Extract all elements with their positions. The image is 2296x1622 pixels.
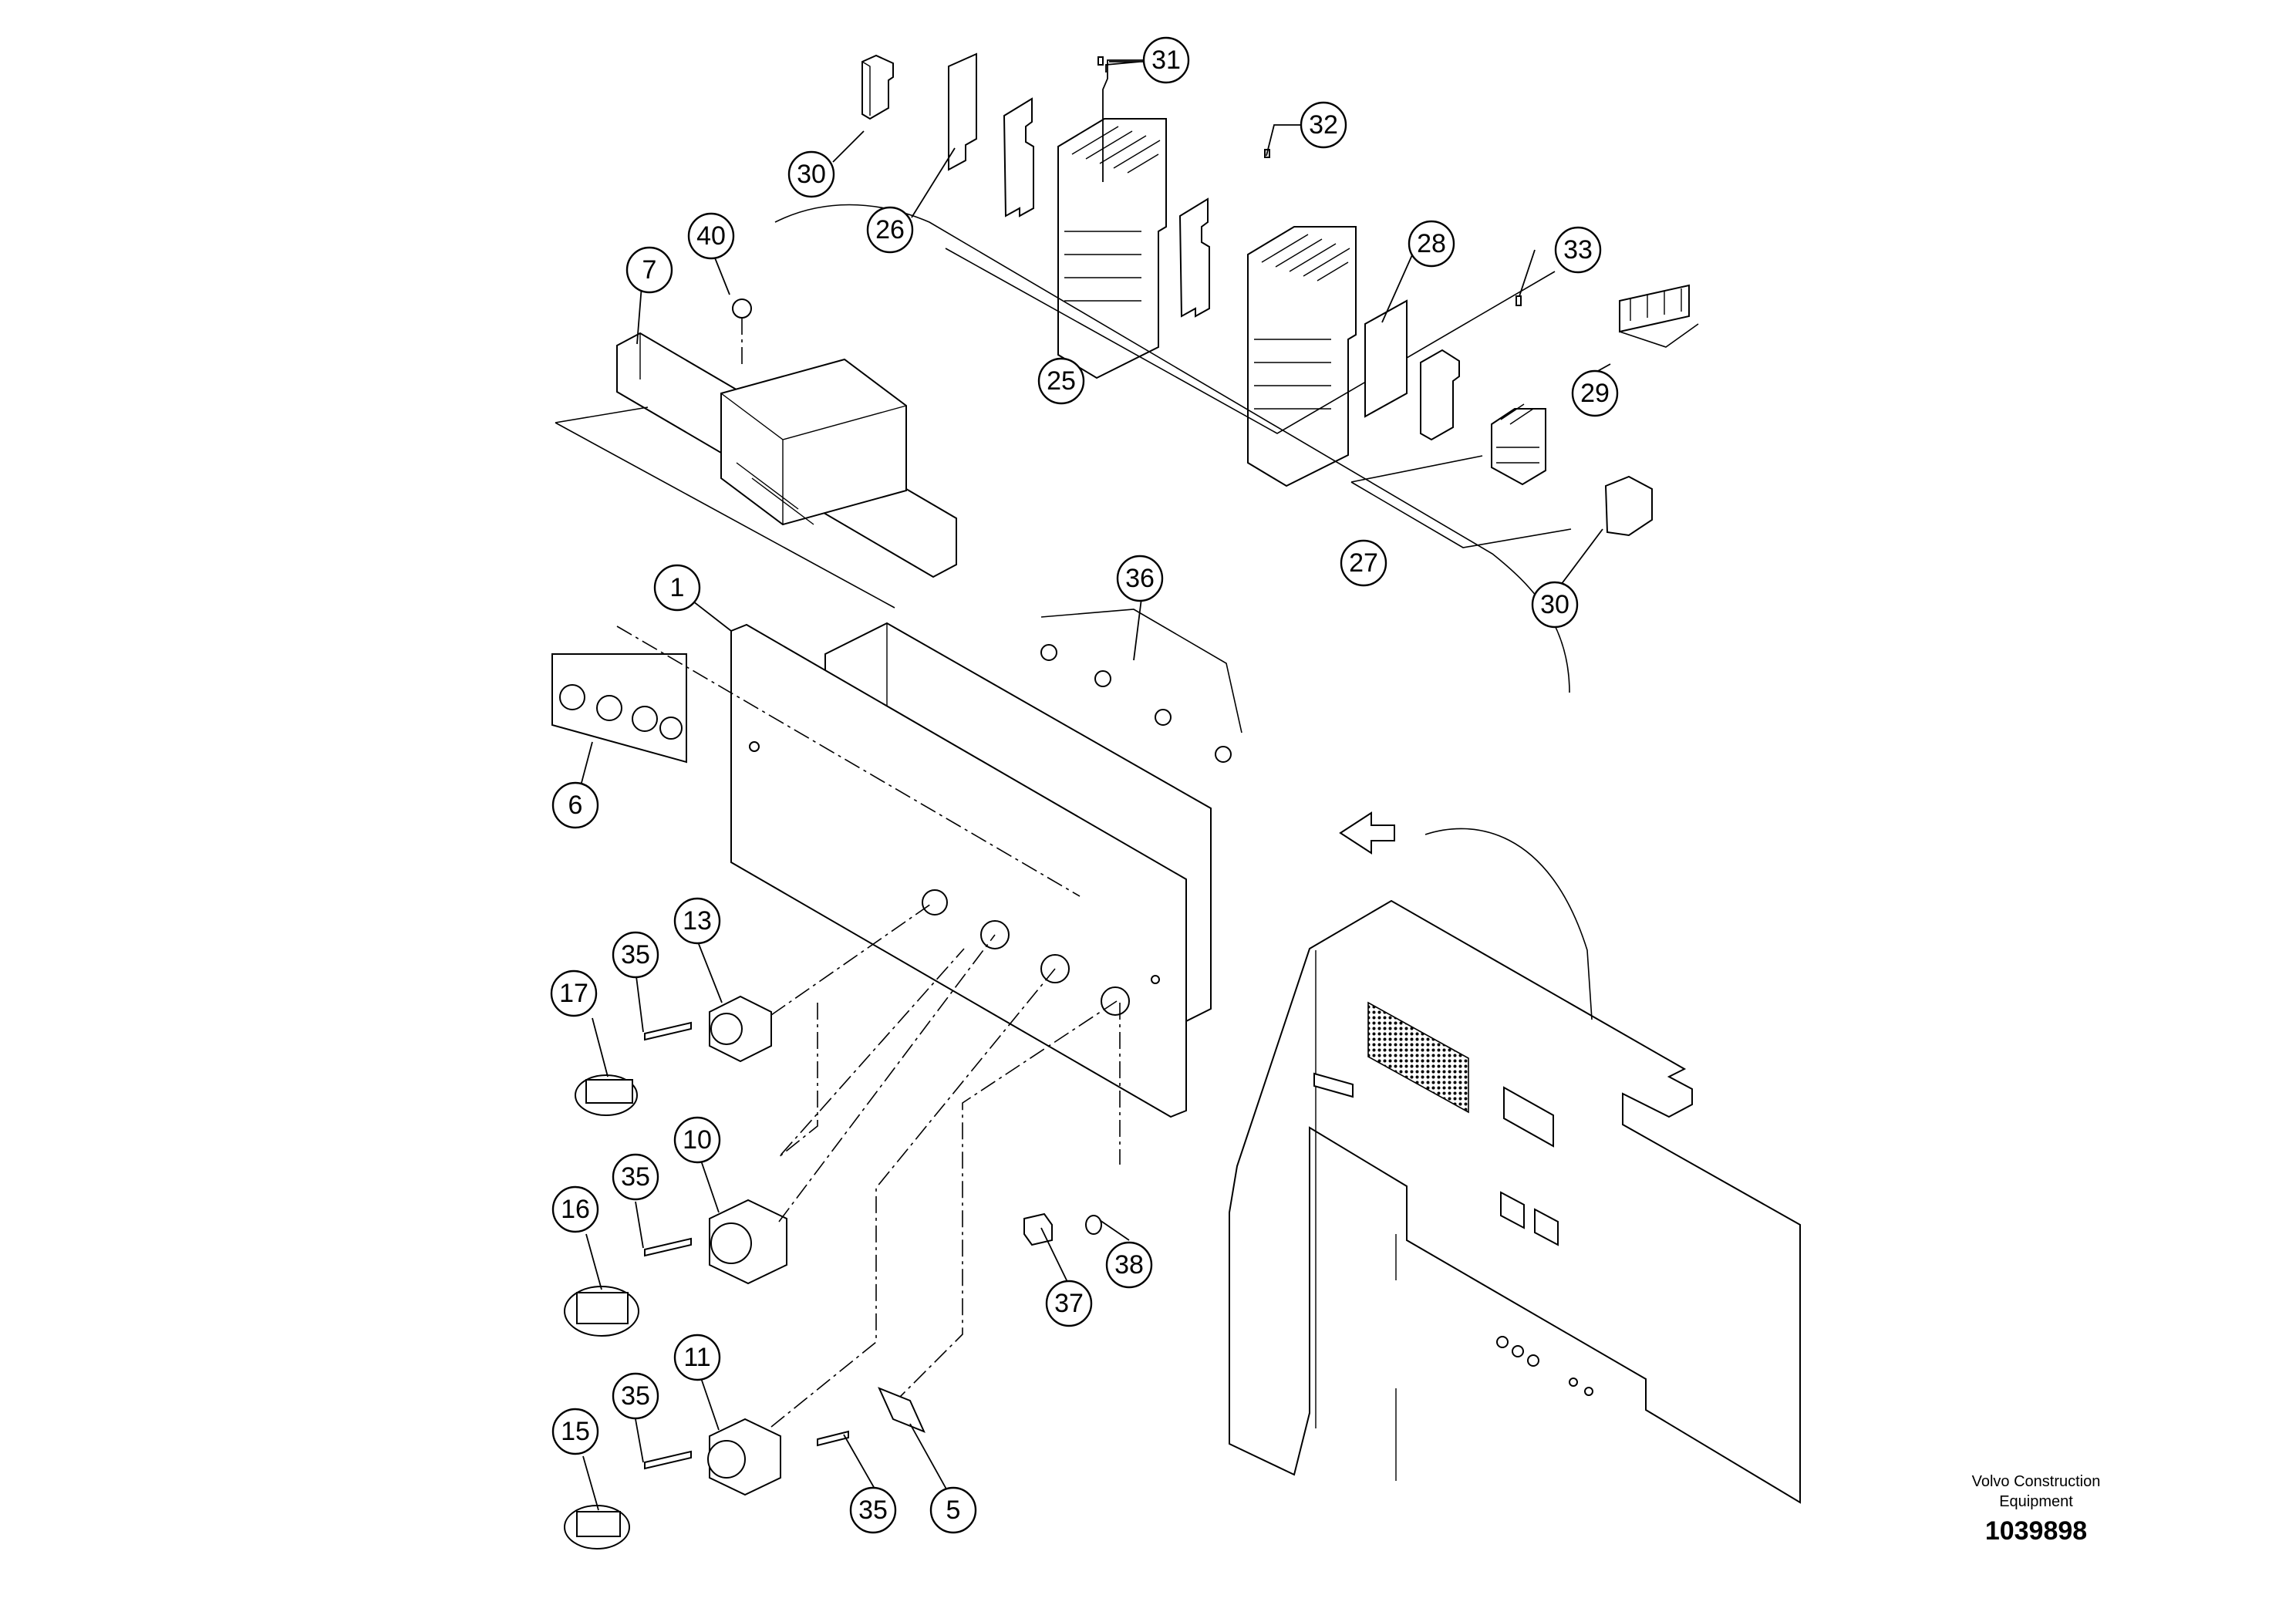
balloon-16: 16	[551, 1185, 599, 1233]
balloon-30-top: 30	[787, 150, 835, 198]
balloon-28: 28	[1408, 220, 1455, 268]
balloon-label-7: 7	[642, 255, 657, 285]
balloon-37: 37	[1045, 1280, 1093, 1327]
balloon-38: 38	[1105, 1241, 1153, 1289]
balloon-label-11: 11	[683, 1343, 710, 1372]
balloon-label-6: 6	[568, 791, 583, 820]
balloon-label-15: 15	[561, 1417, 590, 1446]
balloon-36: 36	[1116, 555, 1164, 602]
balloon-label-29: 29	[1580, 379, 1610, 408]
small-parts	[817, 1212, 1102, 1447]
balloon-1: 1	[653, 564, 701, 612]
drawing-title-block: Volvo Construction Equipment 1039898	[1944, 1472, 2129, 1546]
balloon-26: 26	[866, 206, 914, 254]
balloon-32: 32	[1300, 101, 1347, 149]
cab-frame	[1229, 811, 1801, 1504]
nut-set	[1040, 644, 1232, 763]
balloon-label-35-a: 35	[621, 940, 650, 969]
balloon-label-28: 28	[1417, 229, 1446, 258]
balloon-35-d: 35	[849, 1486, 897, 1534]
balloon-label-35-d: 35	[858, 1496, 888, 1525]
balloon-7: 7	[625, 246, 673, 294]
balloon-27: 27	[1340, 539, 1387, 587]
balloon-35-a: 35	[612, 931, 659, 979]
balloon-label-35-b: 35	[621, 1162, 650, 1192]
balloon-label-36: 36	[1125, 564, 1155, 593]
main-panel-assembly	[551, 609, 1242, 1118]
balloon-31: 31	[1142, 36, 1190, 84]
balloon-label-1: 1	[670, 573, 685, 602]
part-number-balloons: 31 30 32 26 40 7 28 33 25 29 27 30 1 36 …	[550, 36, 1619, 1534]
balloon-40: 40	[687, 212, 735, 260]
balloon-label-40: 40	[696, 221, 726, 251]
balloon-15: 15	[551, 1408, 599, 1455]
balloon-6: 6	[551, 781, 599, 829]
balloon-17: 17	[550, 969, 598, 1017]
balloon-5: 5	[929, 1486, 977, 1534]
balloon-label-25: 25	[1047, 366, 1076, 396]
balloon-label-30-right: 30	[1540, 590, 1569, 619]
balloon-13: 13	[673, 897, 721, 945]
balloon-30-right: 30	[1531, 581, 1579, 629]
balloon-25: 25	[1037, 357, 1085, 405]
connectors	[564, 902, 1121, 1549]
balloon-29: 29	[1571, 369, 1619, 417]
balloon-label-33: 33	[1563, 235, 1593, 265]
balloon-label-10: 10	[683, 1125, 712, 1155]
balloon-label-27: 27	[1349, 548, 1378, 578]
balloon-label-32: 32	[1309, 110, 1338, 140]
balloon-label-30-top: 30	[797, 160, 826, 189]
balloon-35-c: 35	[612, 1372, 659, 1420]
terminal-stack-2	[1247, 226, 1357, 487]
balloon-35-b: 35	[612, 1153, 659, 1201]
balloon-11: 11	[673, 1334, 721, 1381]
balloon-label-38: 38	[1114, 1250, 1144, 1280]
company-name: Volvo Construction Equipment	[1971, 1473, 2101, 1510]
balloon-label-35-c: 35	[621, 1381, 650, 1411]
balloon-33: 33	[1554, 226, 1602, 274]
balloon-label-31: 31	[1151, 46, 1181, 75]
balloon-label-5: 5	[946, 1496, 961, 1525]
balloon-10: 10	[673, 1116, 721, 1164]
terminal-stack-1	[1057, 118, 1167, 379]
balloon-label-26: 26	[875, 215, 905, 244]
document-number: 1039898	[1984, 1516, 2088, 1546]
balloon-label-37: 37	[1054, 1289, 1084, 1318]
balloon-label-13: 13	[683, 906, 712, 936]
din-rail-assembly	[555, 298, 957, 609]
balloon-label-17: 17	[559, 979, 588, 1008]
balloon-label-16: 16	[561, 1195, 590, 1224]
